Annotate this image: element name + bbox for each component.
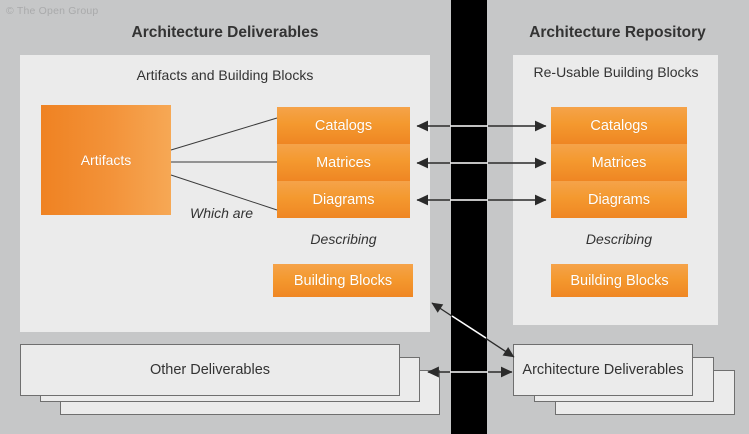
panel-heading-artifacts-and-building-blocks: Artifacts and Building Blocks xyxy=(136,67,314,83)
stack-architecture-deliverables-label: Architecture Deliverables xyxy=(522,361,684,378)
stack-other-deliverables-label: Other Deliverables xyxy=(149,361,271,378)
block-right-catalogs-label: Catalogs xyxy=(590,117,648,134)
block-left-building-blocks-label: Building Blocks xyxy=(293,272,393,289)
stack-sheet-front[interactable]: Other Deliverables xyxy=(20,344,400,396)
block-right-matrices-label: Matrices xyxy=(591,154,647,171)
block-right-building-blocks-label: Building Blocks xyxy=(570,272,669,289)
block-right-diagrams-label: Diagrams xyxy=(587,191,651,208)
stack-architecture-deliverables[interactable]: Architecture Deliverables xyxy=(513,344,749,434)
column-title-architecture-repository: Architecture Repository xyxy=(529,24,706,41)
block-artifacts[interactable]: Artifacts xyxy=(41,105,171,215)
block-left-matrices[interactable]: Matrices xyxy=(277,144,410,181)
block-left-catalogs-label: Catalogs xyxy=(314,117,373,134)
block-left-diagrams-label: Diagrams xyxy=(312,191,375,208)
annotation-describing-right: Describing xyxy=(585,231,653,247)
stack-sheet-front[interactable]: Architecture Deliverables xyxy=(513,344,693,396)
block-right-diagrams[interactable]: Diagrams xyxy=(551,181,687,218)
block-artifacts-label: Artifacts xyxy=(80,152,132,168)
annotation-which-are: Which are xyxy=(190,205,254,221)
block-left-matrices-label: Matrices xyxy=(316,154,371,171)
block-right-catalogs[interactable]: Catalogs xyxy=(551,107,687,144)
block-left-diagrams[interactable]: Diagrams xyxy=(277,181,410,218)
stack-other-deliverables[interactable]: Other Deliverables xyxy=(20,344,440,434)
column-title-architecture-deliverables: Architecture Deliverables xyxy=(131,24,319,41)
copyright-notice: © The Open Group xyxy=(6,5,99,17)
block-left-building-blocks[interactable]: Building Blocks xyxy=(273,264,413,297)
annotation-describing-left: Describing xyxy=(310,231,377,247)
block-right-building-blocks[interactable]: Building Blocks xyxy=(551,264,688,297)
block-right-matrices[interactable]: Matrices xyxy=(551,144,687,181)
panel-heading-re-usable-building-blocks: Re-Usable Building Blocks xyxy=(533,64,699,80)
block-left-catalogs[interactable]: Catalogs xyxy=(277,107,410,144)
boundary-divider-bar xyxy=(451,0,487,434)
